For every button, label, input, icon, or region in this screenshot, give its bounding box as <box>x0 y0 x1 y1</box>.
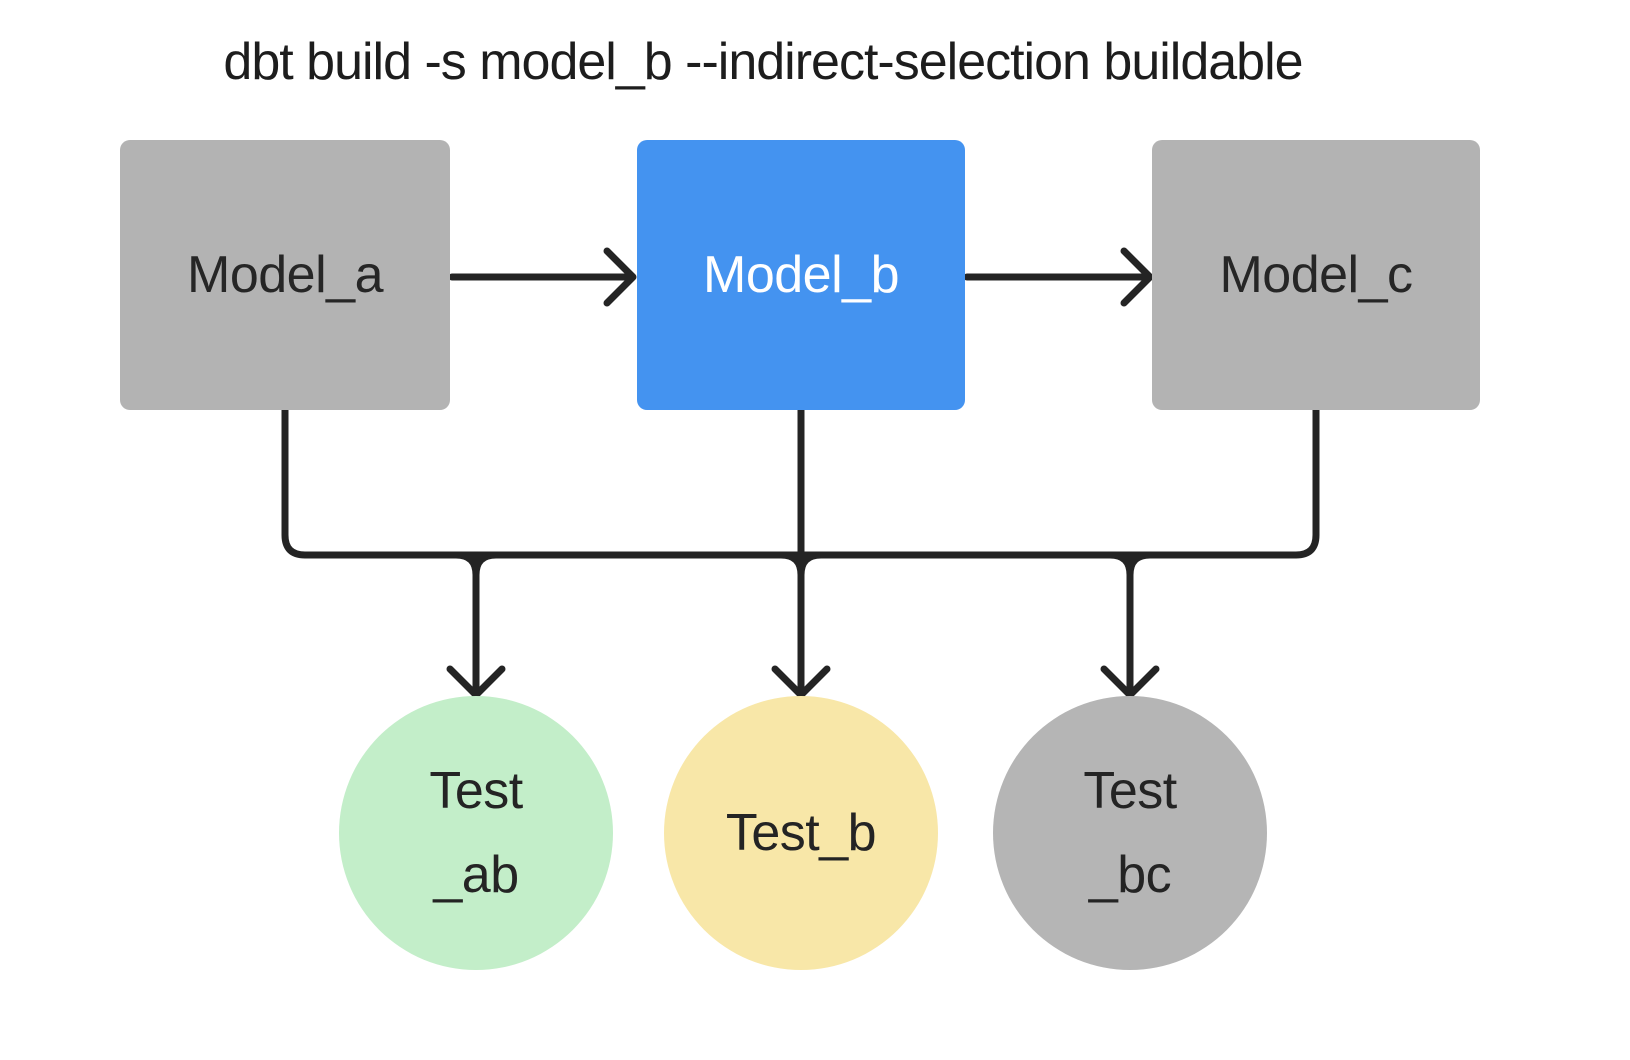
edge-model-b-to-test-b <box>771 404 831 699</box>
test-b-node: Test_b <box>664 696 938 970</box>
edge-model-a-to-model-b <box>448 247 637 307</box>
test-b-label: Test_b <box>725 804 877 862</box>
edge-to-test-bc <box>1100 551 1160 699</box>
diagram-title: dbt build -s model_b --indirect-selectio… <box>223 33 1303 91</box>
test-bc-node: Test _bc <box>993 696 1267 970</box>
edge-junction-fillets <box>452 551 1154 579</box>
edge-model-b-to-model-c <box>963 247 1154 307</box>
edge-group <box>281 247 1320 699</box>
model-c-node: Model_c <box>1152 140 1480 410</box>
test-bc-label: Test _bc <box>1083 762 1177 904</box>
model-b-node: Model_b <box>637 140 965 410</box>
test-ab-node: Test _ab <box>339 696 613 970</box>
test-ab-label: Test _ab <box>429 762 523 904</box>
edge-to-test-ab <box>446 551 506 699</box>
model-a-node: Model_a <box>120 140 450 410</box>
model-c-label: Model_c <box>1219 246 1413 304</box>
model-a-label: Model_a <box>187 246 383 304</box>
model-b-label: Model_b <box>703 246 899 304</box>
